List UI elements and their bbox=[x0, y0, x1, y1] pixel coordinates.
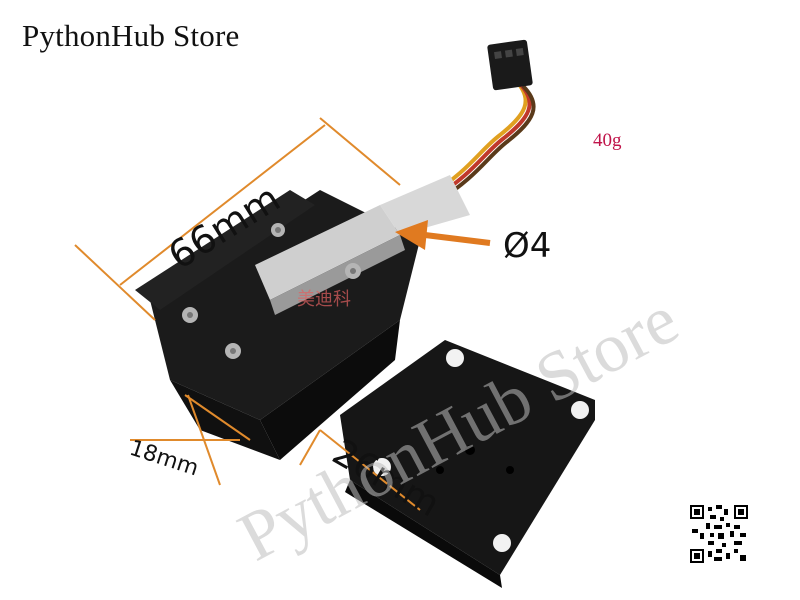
qr-code-icon bbox=[690, 505, 748, 563]
servo-wire bbox=[428, 78, 536, 203]
metal-slider bbox=[255, 175, 470, 315]
servo-connector bbox=[487, 39, 533, 91]
store-title: PythonHub Store bbox=[22, 18, 240, 53]
screw-2 bbox=[225, 343, 241, 359]
weight-label: 40g bbox=[593, 130, 622, 151]
screw-1 bbox=[182, 307, 198, 323]
screw-4 bbox=[271, 223, 285, 237]
chinese-watermark: 美迪科 bbox=[297, 289, 351, 310]
pin-arrow-icon bbox=[395, 220, 491, 250]
screw-3 bbox=[345, 263, 361, 279]
mount-plate bbox=[340, 340, 595, 588]
height-dimension: 18mm bbox=[126, 436, 201, 482]
dimension-lines bbox=[74, 117, 421, 511]
pin-diameter-dimension: Ø4 bbox=[503, 226, 551, 266]
